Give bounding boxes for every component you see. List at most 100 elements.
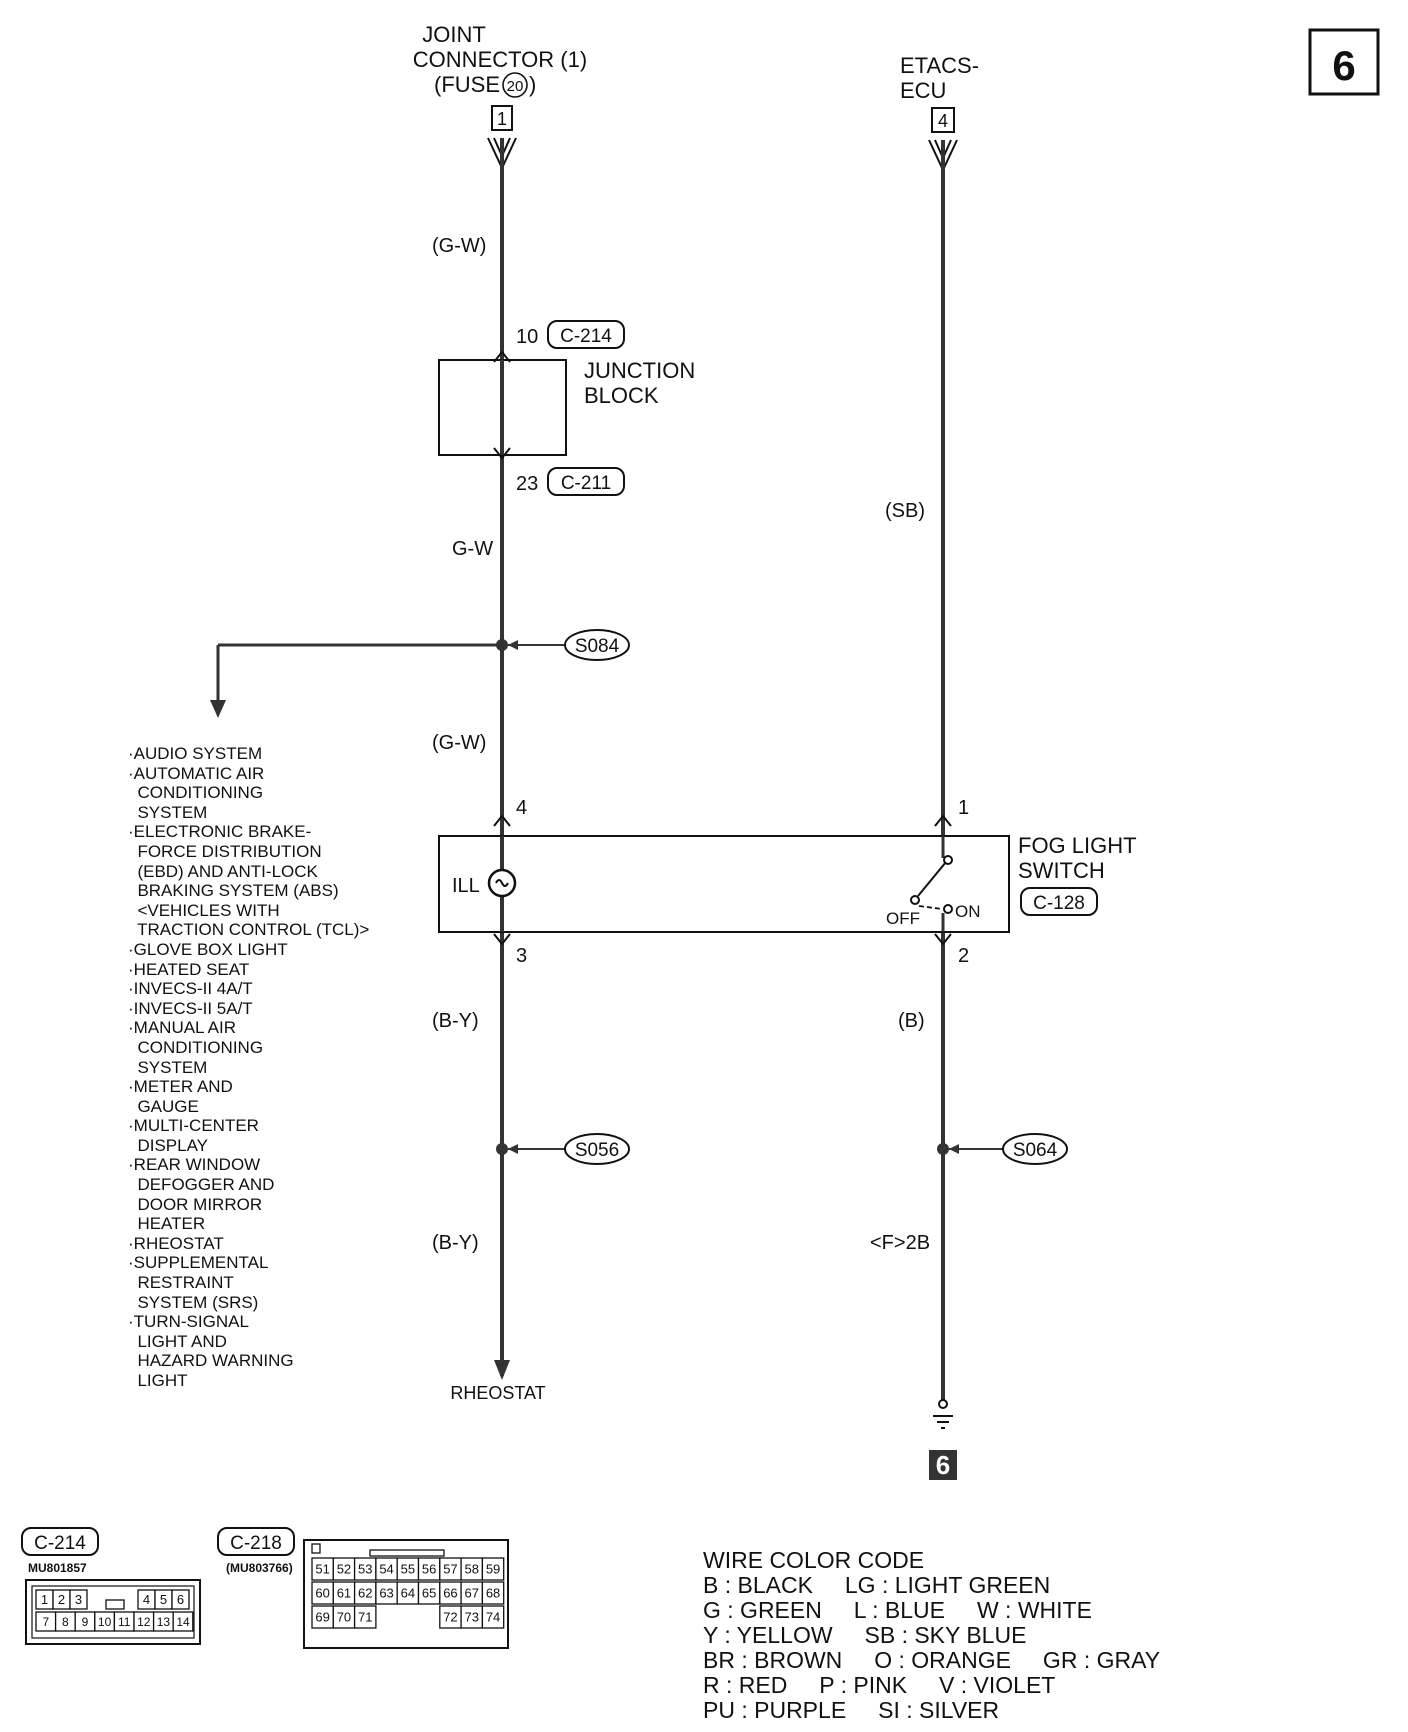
ground-symbol — [933, 1399, 953, 1429]
splice-s056-label: S056 — [575, 1140, 619, 1161]
branch-destination-item: (EBD) AND ANTI-LOCK — [128, 861, 318, 881]
wire-label-left-bottom-1: (B-Y) — [432, 1010, 479, 1032]
connector-pin-number: 14 — [176, 1615, 190, 1629]
off-label: OFF — [886, 909, 920, 928]
connector-tag-c128-text: C-128 — [1033, 893, 1085, 914]
legend-row: G : GREEN L : BLUE W : WHITE — [703, 1597, 1092, 1623]
connector-pin-number: 12 — [137, 1615, 151, 1629]
pin-arrow-3 — [493, 933, 511, 946]
branch-destination-item: DOOR MIRROR — [128, 1194, 263, 1214]
branch-destination-item: SYSTEM (SRS) — [128, 1292, 259, 1312]
connector-c214-tag — [21, 1527, 99, 1556]
branch-destination-item: HEATER — [128, 1214, 206, 1234]
branch-destination-list: ·AUDIO SYSTEM·AUTOMATIC AIR CONDITIONING… — [128, 744, 428, 1391]
terminal-box-1 — [491, 105, 513, 131]
connector-tag-c211-text: C-211 — [561, 473, 611, 494]
branch-destination-item: SYSTEM — [128, 1057, 208, 1077]
connector-pin-number: 58 — [465, 1562, 479, 1577]
connector-key — [105, 1599, 125, 1610]
connector-pin-number: 57 — [443, 1562, 457, 1577]
legend-row: BR : BROWN O : ORANGE GR : GRAY — [703, 1647, 1161, 1673]
junction-bottom-pin: 23 C-211 — [516, 467, 625, 496]
rheostat-label: RHEOSTAT — [450, 1383, 545, 1403]
connector-pin-number: 56 — [422, 1562, 436, 1577]
fuse-number: 20 — [507, 78, 524, 95]
connector-pin-number: 2 — [58, 1592, 65, 1607]
connector-pin-number: 1 — [41, 1592, 48, 1607]
connector-c214-name: C-214 — [34, 1533, 86, 1554]
wire-label-left-top: (G-W) — [432, 235, 486, 257]
on-label: ON — [955, 902, 981, 921]
ground-number-box — [929, 1450, 957, 1480]
connector-pin-number: 71 — [358, 1610, 372, 1625]
switch-title-line1: FOG LIGHT — [1018, 833, 1137, 858]
branch-destination-item: SYSTEM — [128, 802, 208, 822]
branch-destination-item: LIGHT — [128, 1371, 188, 1390]
connector-pin-number: 70 — [337, 1610, 351, 1625]
branch-destination-item: HAZARD WARNING — [128, 1351, 294, 1371]
branch-destination-item: ·HEATED SEAT — [128, 959, 250, 979]
ground-number: 6 — [936, 1450, 950, 1480]
branch-destination-item: BRAKING SYSTEM (ABS) — [128, 881, 339, 901]
terminal-number-1: 1 — [497, 109, 507, 129]
connector-pin-number: 65 — [422, 1586, 436, 1601]
connector-pin-number: 62 — [358, 1586, 372, 1601]
connector-pin-number: 72 — [443, 1610, 457, 1625]
etacs-line1: ETACS- — [900, 53, 979, 78]
connector-pin-number: 4 — [143, 1592, 150, 1607]
junction-block-line1: JUNCTION — [584, 358, 695, 383]
connector-pin-number: 60 — [315, 1586, 329, 1601]
connector-pin-number: 63 — [379, 1586, 393, 1601]
junction-block: JUNCTION BLOCK — [438, 350, 695, 460]
connector-pin-number: 7 — [42, 1615, 49, 1629]
branch-destination-item: LIGHT AND — [128, 1331, 227, 1351]
junction-block-line2: BLOCK — [584, 383, 659, 408]
wire-label-right-mid: (B) — [898, 1010, 925, 1032]
pin-arrow-1 — [934, 814, 952, 827]
splice-s056: S056 — [496, 1133, 630, 1165]
connector-c218-part: (MU803766) — [226, 1561, 293, 1575]
connector-pin-number: 5 — [160, 1592, 167, 1607]
branch-destination-item: ·INVECS-II 4A/T — [128, 979, 253, 999]
connector-pin-number: 3 — [75, 1592, 82, 1607]
branch-arrow — [210, 700, 226, 718]
connector-tag-c214 — [547, 320, 625, 349]
connector-pin-number: 66 — [443, 1586, 457, 1601]
connector-lock — [311, 1543, 321, 1554]
legend-row: R : RED P : PINK V : VIOLET — [703, 1672, 1056, 1698]
wire-label-right-bottom: <F>2B — [870, 1232, 930, 1254]
connector-tag-c211 — [547, 467, 625, 496]
connector-pin-number: 53 — [358, 1562, 372, 1577]
connector-pin-cell — [172, 1611, 194, 1632]
connector-pin-number: 51 — [315, 1562, 329, 1577]
branch-destination-item: GAUGE — [128, 1096, 199, 1116]
branch-destination-item: DISPLAY — [128, 1135, 208, 1155]
junction-top-pin-number: 10 — [516, 326, 538, 348]
page-number: 6 — [1332, 42, 1355, 89]
joint-connector-line2: CONNECTOR (1) — [413, 47, 587, 72]
legend-row: Y : YELLOW SB : SKY BLUE — [703, 1622, 1027, 1648]
connector-c218-tag — [217, 1527, 295, 1556]
switch-pin-4: 4 — [516, 797, 527, 819]
branch-destination-item: ·TURN-SIGNAL — [128, 1312, 249, 1332]
connector-pin-number: 68 — [486, 1586, 500, 1601]
fuse-label-suffix: ) — [529, 72, 536, 97]
splice-s064-label: S064 — [1013, 1140, 1058, 1161]
connector-pin-number: 9 — [82, 1615, 89, 1629]
connector-pin-cell — [481, 1605, 505, 1629]
connector-pin-number: 64 — [401, 1586, 415, 1601]
connector-pin-number: 61 — [337, 1586, 351, 1601]
wire-label-left-mid: G-W — [452, 538, 493, 560]
connector-tag-c128 — [1020, 887, 1098, 916]
branch-destination-item: ·AUDIO SYSTEM — [128, 744, 263, 763]
branch-destination-item: ·INVECS-II 5A/T — [128, 998, 253, 1018]
branch-destination-item: ·SUPPLEMENTAL — [128, 1253, 269, 1273]
etacs-line2: ECU — [900, 78, 946, 103]
branch-destination-item: DEFOGGER AND — [128, 1175, 275, 1195]
wire-label-left-lower: (G-W) — [432, 732, 486, 754]
branch-destination-item: <VEHICLES WITH — [128, 900, 280, 920]
wire-label-left-bottom-2: (B-Y) — [432, 1232, 479, 1254]
